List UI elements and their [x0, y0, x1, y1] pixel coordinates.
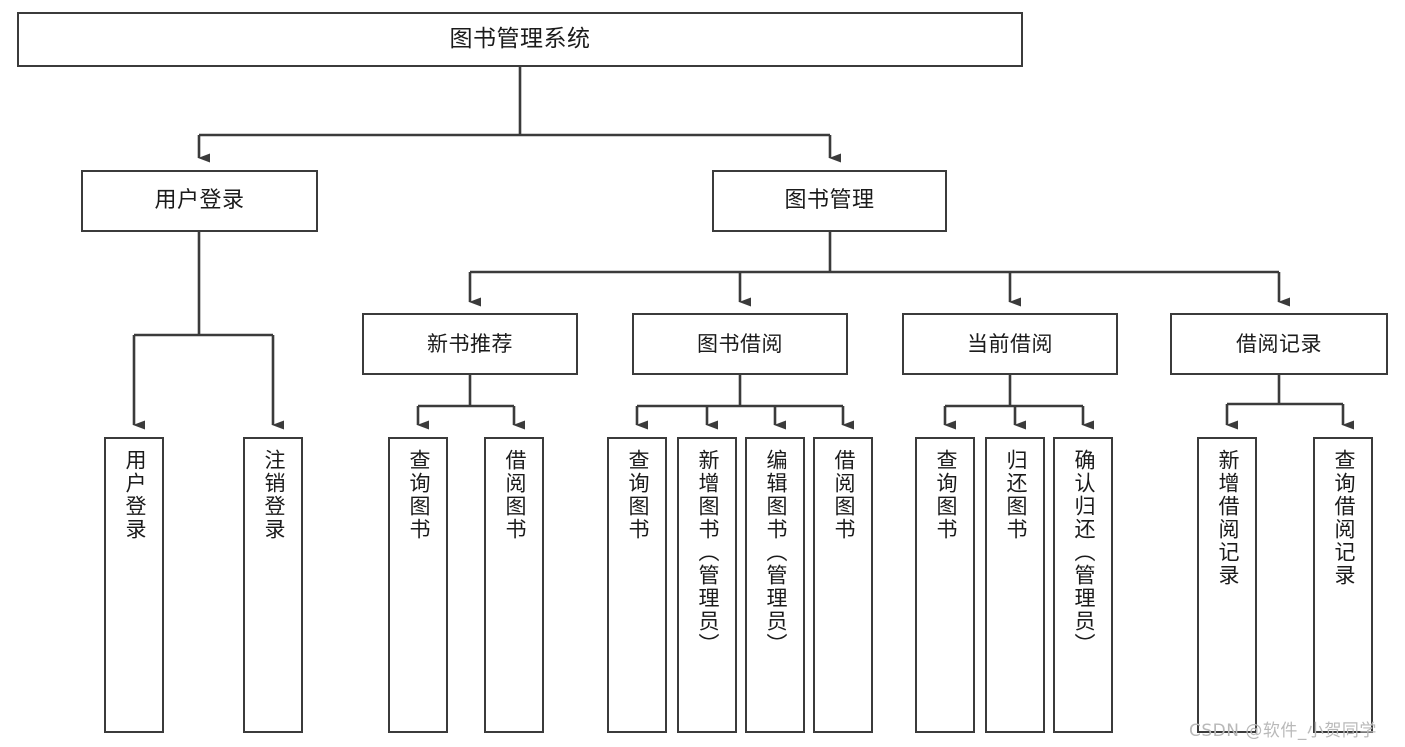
node-label: 图书借阅 [697, 331, 783, 356]
node-label: 当前借阅 [967, 331, 1053, 356]
node-label: 归还图书 [1003, 449, 1028, 541]
node-label: 注销登录 [261, 449, 286, 541]
node-label: 编辑图书（管理员） [763, 449, 788, 656]
leaf-borrow-record-add[interactable]: 新增借阅记录 [1197, 437, 1257, 733]
node-root-system[interactable]: 图书管理系统 [17, 12, 1023, 67]
node-label: 新增借阅记录 [1215, 449, 1240, 587]
node-label: 图书管理系统 [449, 25, 591, 52]
node-label: 图书管理 [784, 188, 875, 214]
node-label: 新增图书（管理员） [695, 449, 720, 656]
leaf-book-borrow-add[interactable]: 新增图书（管理员） [677, 437, 737, 733]
node-book-borrow[interactable]: 图书借阅 [632, 313, 848, 375]
node-current-borrow[interactable]: 当前借阅 [902, 313, 1118, 375]
leaf-book-borrow-edit[interactable]: 编辑图书（管理员） [745, 437, 805, 733]
leaf-book-borrow-borrow[interactable]: 借阅图书 [813, 437, 873, 733]
node-label: 新书推荐 [427, 331, 513, 356]
leaf-current-borrow-return[interactable]: 归还图书 [985, 437, 1045, 733]
node-book-management[interactable]: 图书管理 [712, 170, 947, 232]
node-label: 查询图书 [625, 449, 650, 541]
leaf-new-book-query[interactable]: 查询图书 [388, 437, 448, 733]
node-borrow-record[interactable]: 借阅记录 [1170, 313, 1388, 375]
leaf-new-book-borrow[interactable]: 借阅图书 [484, 437, 544, 733]
leaf-user-login-login[interactable]: 用户登录 [104, 437, 164, 733]
node-label: 借阅记录 [1236, 331, 1322, 356]
node-new-book-recommend[interactable]: 新书推荐 [362, 313, 578, 375]
node-label: 确认归还（管理员） [1071, 449, 1096, 656]
node-label: 用户登录 [122, 449, 147, 541]
leaf-current-borrow-query[interactable]: 查询图书 [915, 437, 975, 733]
node-label: 借阅图书 [502, 449, 527, 541]
node-label: 查询借阅记录 [1331, 449, 1356, 587]
node-label: 用户登录 [154, 188, 245, 214]
node-label: 借阅图书 [831, 449, 856, 541]
leaf-user-login-logout[interactable]: 注销登录 [243, 437, 303, 733]
node-label: 查询图书 [406, 449, 431, 541]
leaf-current-borrow-confirm-return[interactable]: 确认归还（管理员） [1053, 437, 1113, 733]
leaf-borrow-record-query[interactable]: 查询借阅记录 [1313, 437, 1373, 733]
node-label: 查询图书 [933, 449, 958, 541]
csdn-watermark: CSDN @软件_小贺同学 [1189, 721, 1377, 741]
leaf-book-borrow-query[interactable]: 查询图书 [607, 437, 667, 733]
node-user-login[interactable]: 用户登录 [81, 170, 318, 232]
